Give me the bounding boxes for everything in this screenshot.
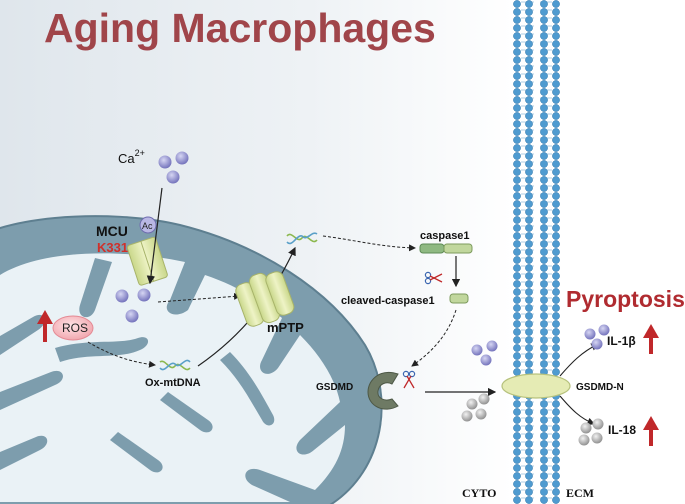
up-arrow-icon — [37, 310, 53, 342]
dna-to-caspase1-arrow — [322, 235, 416, 252]
pore-to-il18-arrow — [559, 395, 596, 425]
gsdmd-n-pore — [501, 373, 571, 399]
caspase1-label: caspase1 — [420, 230, 470, 242]
calcium-ion-icon — [158, 151, 189, 184]
mcu-label: MCU — [96, 223, 128, 239]
cell-membrane — [513, 0, 560, 504]
gsdmd-label: GSDMD — [316, 382, 353, 393]
ox-mtdna-label: Ox-mtDNA — [145, 377, 201, 389]
ecm-label: ECM — [566, 486, 594, 500]
mitochondrion — [0, 215, 383, 504]
up-arrow-icon — [643, 324, 659, 354]
acetyl-label: Ac — [142, 221, 153, 231]
il18-label: IL-18 — [608, 423, 636, 437]
pyroptosis-label: Pyroptosis — [566, 286, 685, 312]
gsdmd-n-label: GSDMD-N — [576, 382, 624, 393]
dna-helix-icon — [286, 232, 318, 245]
cleaved-caspase1-protein — [449, 293, 469, 304]
up-arrow-icon — [643, 416, 659, 446]
dna-helix-icon — [159, 359, 191, 371]
caspase-to-gsdmd-arrow — [411, 309, 457, 367]
scissors-icon — [402, 370, 416, 389]
page-title: Aging Macrophages — [44, 5, 436, 51]
k331-label: K331 — [97, 240, 128, 255]
protein-pore-icon — [235, 271, 295, 327]
calcium-label: Ca2+ — [118, 148, 145, 166]
calcium-ion-icon — [471, 340, 498, 366]
ros-label: ROS — [62, 321, 88, 335]
calcium-ion-icon — [115, 288, 151, 323]
cytokine-il18-icon — [461, 393, 490, 422]
caspase1-protein — [419, 243, 473, 254]
pore-to-il1b-arrow — [559, 343, 599, 377]
cyto-label: CYTO — [462, 486, 496, 500]
cleaved-caspase1-label: cleaved-caspase1 — [341, 295, 435, 307]
scissors-icon — [424, 271, 443, 285]
gsdmd-protein — [367, 372, 399, 410]
calcium-influx-arrow — [146, 187, 163, 285]
calcium-ion-icon — [584, 324, 610, 350]
ros-bubble — [52, 315, 94, 341]
cytokine-il18-icon — [578, 418, 604, 446]
mptp-label: mPTP — [267, 320, 304, 335]
calcium-to-mptp-arrow — [157, 292, 241, 303]
acetyl-icon — [139, 216, 157, 234]
il1b-label: IL-1β — [607, 334, 636, 348]
ros-to-mtdna-arrow — [87, 341, 156, 368]
